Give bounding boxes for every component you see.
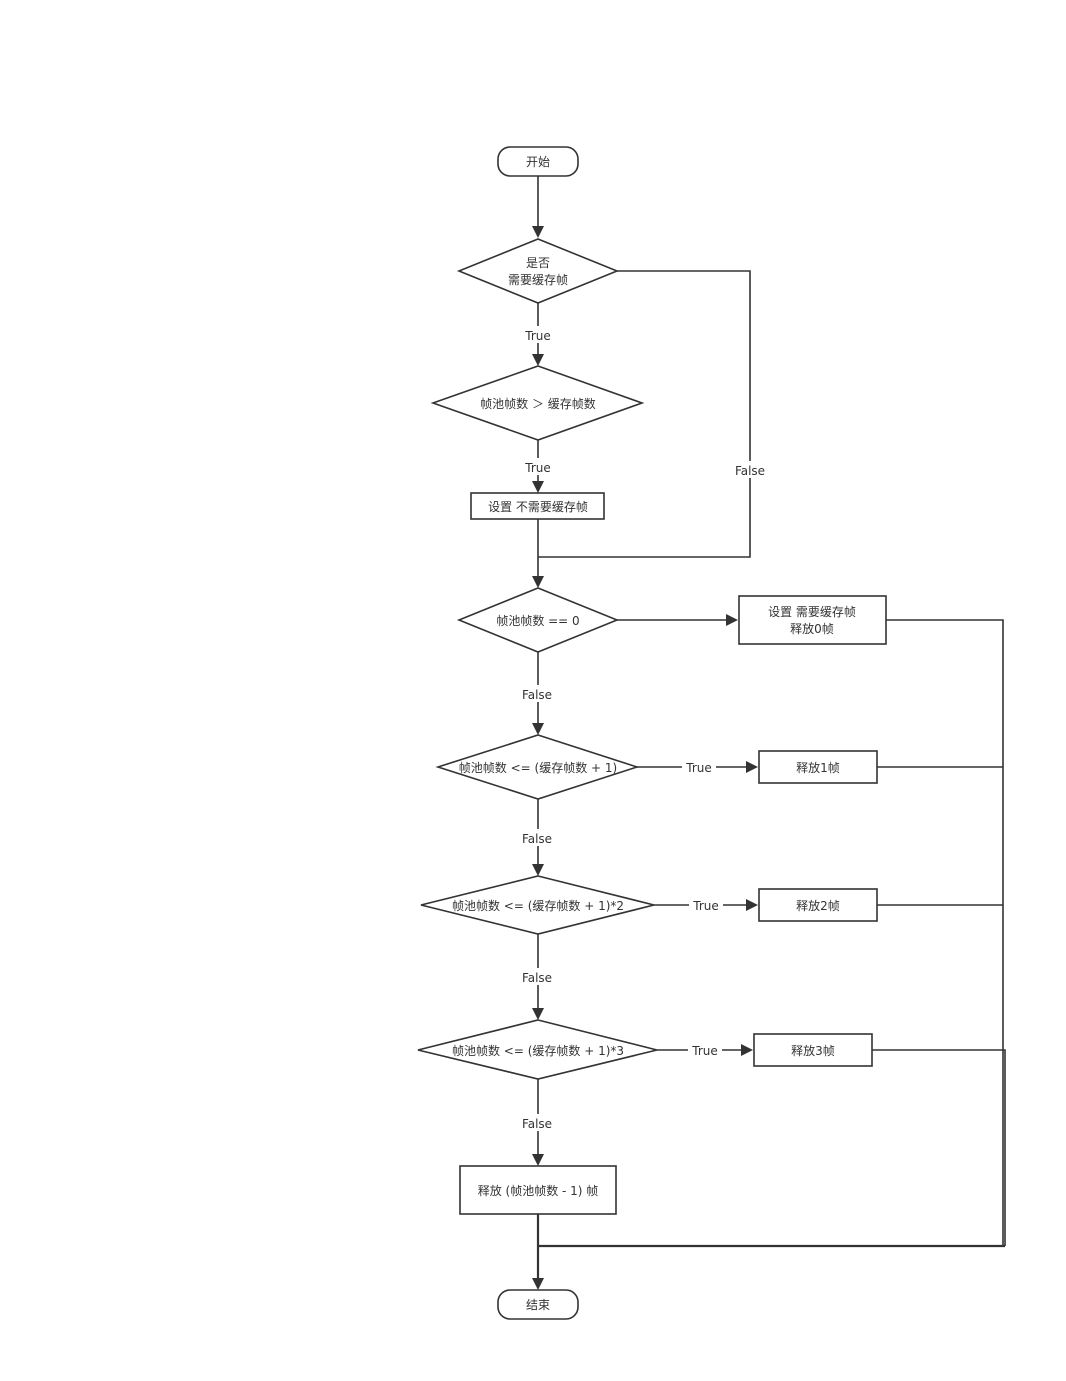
arrowhead bbox=[726, 614, 738, 626]
process-release-1: 释放1帧 bbox=[758, 750, 878, 784]
end-label: 结束 bbox=[526, 1298, 550, 1312]
svg-text:True: True bbox=[692, 899, 719, 913]
process-release-rest-label: 释放 (帧池帧数 - 1) 帧 bbox=[478, 1183, 599, 1198]
edge-label-le3-false: False bbox=[518, 1114, 556, 1131]
decision-pool-gt-cache: 帧池帧数 ＞ 缓存帧数 bbox=[430, 365, 645, 441]
decision-le-1-label: 帧池帧数 <= (缓存帧数 + 1) bbox=[459, 760, 617, 775]
process-set-cache-label-line1: 设置 需要缓存帧 bbox=[768, 605, 856, 619]
process-set-cache-release0: 设置 需要缓存帧 释放0帧 bbox=[738, 595, 887, 645]
decision-le-3: 帧池帧数 <= (缓存帧数 + 1)*3 bbox=[417, 1019, 658, 1080]
process-release-2-label: 释放2帧 bbox=[796, 898, 840, 913]
svg-text:True: True bbox=[691, 1044, 718, 1058]
svg-text:False: False bbox=[522, 971, 552, 985]
process-release-1-label: 释放1帧 bbox=[796, 760, 840, 775]
svg-text:True: True bbox=[524, 461, 551, 475]
svg-text:False: False bbox=[522, 1117, 552, 1131]
decision-need-cache-label-line1: 是否 bbox=[526, 256, 550, 270]
arrowhead bbox=[532, 1278, 544, 1290]
arrowhead bbox=[532, 723, 544, 735]
edge-label-le3-true: True bbox=[688, 1041, 722, 1058]
edge-label-le1-true: True bbox=[682, 758, 716, 775]
svg-text:True: True bbox=[685, 761, 712, 775]
decision-pool-gt-cache-label: 帧池帧数 ＞ 缓存帧数 bbox=[480, 396, 596, 411]
process-release-rest: 释放 (帧池帧数 - 1) 帧 bbox=[459, 1165, 617, 1215]
edge-label-q1-true: True bbox=[521, 326, 555, 343]
arrowhead bbox=[532, 354, 544, 366]
process-set-no-cache: 设置 不需要缓存帧 bbox=[470, 492, 605, 520]
process-set-no-cache-label: 设置 不需要缓存帧 bbox=[488, 500, 588, 514]
edge-label-le2-true: True bbox=[689, 896, 723, 913]
edge-label-le2-false: False bbox=[518, 968, 556, 985]
decision-le-3-label: 帧池帧数 <= (缓存帧数 + 1)*3 bbox=[452, 1043, 624, 1058]
process-release-3: 释放3帧 bbox=[753, 1033, 873, 1067]
svg-text:False: False bbox=[522, 688, 552, 702]
edge-label-le1-false: False bbox=[518, 829, 556, 846]
process-release-3-label: 释放3帧 bbox=[791, 1043, 835, 1058]
edge-release0-to-bus bbox=[886, 619, 1004, 1246]
process-release-2: 释放2帧 bbox=[758, 888, 878, 922]
arrowhead bbox=[532, 864, 544, 876]
decision-le-2-label: 帧池帧数 <= (缓存帧数 + 1)*2 bbox=[452, 898, 624, 913]
decision-need-cache-label-line2: 需要缓存帧 bbox=[508, 273, 568, 287]
edge-label-q1-false: False bbox=[731, 461, 769, 478]
decision-pool-zero: 帧池帧数 == 0 bbox=[456, 587, 620, 653]
decision-pool-zero-label: 帧池帧数 == 0 bbox=[496, 613, 579, 628]
arrowhead bbox=[746, 761, 758, 773]
arrowhead bbox=[741, 1044, 753, 1056]
arrowhead bbox=[532, 226, 544, 238]
svg-text:False: False bbox=[522, 832, 552, 846]
edge-release3-to-bus bbox=[872, 1049, 1006, 1246]
process-set-cache-label-line2: 释放0帧 bbox=[790, 621, 834, 636]
arrowhead bbox=[746, 899, 758, 911]
svg-text:False: False bbox=[735, 464, 765, 478]
svg-text:True: True bbox=[524, 329, 551, 343]
edge-label-zero-false: False bbox=[518, 685, 556, 702]
edge-label-q2-true: True bbox=[521, 458, 555, 475]
start-label: 开始 bbox=[526, 155, 550, 169]
arrowhead bbox=[532, 481, 544, 493]
end-node: 结束 bbox=[497, 1289, 579, 1320]
decision-le-1: 帧池帧数 <= (缓存帧数 + 1) bbox=[435, 734, 640, 800]
decision-need-cache: 是否 需要缓存帧 bbox=[456, 238, 620, 304]
arrowhead bbox=[532, 1008, 544, 1020]
decision-le-2: 帧池帧数 <= (缓存帧数 + 1)*2 bbox=[420, 875, 655, 935]
arrowhead bbox=[532, 576, 544, 588]
start-node: 开始 bbox=[497, 146, 579, 177]
edge-q1-false bbox=[538, 270, 751, 558]
arrowhead bbox=[532, 1154, 544, 1166]
